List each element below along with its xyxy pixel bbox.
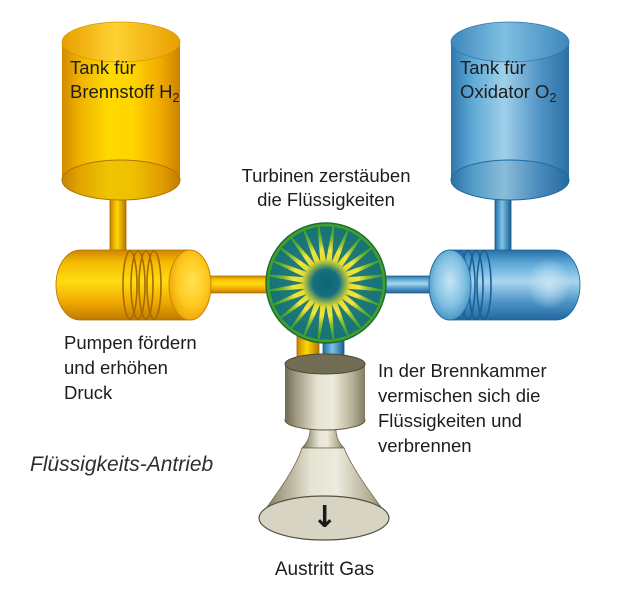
oxidizer-tank-body [451, 42, 569, 180]
fuel-pump [55, 249, 212, 321]
fuel-tank-body [62, 42, 180, 180]
oxidizer-tank-label-line2: Oxidator O2 [460, 81, 557, 105]
chamber-top-rim [284, 353, 366, 375]
fuel-pump-ribs [122, 250, 162, 320]
fuel-tank-top [61, 21, 181, 63]
combustion-annotation-line2: vermischen sich die [378, 385, 541, 406]
pumps-annotation-line1: Pumpen fördern [64, 332, 197, 353]
turbine-blades [269, 226, 383, 340]
oxidizer-tank-label: Tank für Oxidator O2 [460, 56, 556, 106]
nozzle-assembly [258, 353, 390, 541]
oxidizer-tank-top [450, 21, 570, 63]
combustion-annotation-line4: verbrennen [378, 435, 472, 456]
pumps-annotation-line2: und erhöhen [64, 357, 168, 378]
fuel-pump-cap [168, 249, 212, 321]
combustion-annotation-line3: Flüssigkeiten und [378, 410, 522, 431]
fuel-tank [61, 21, 181, 201]
diagram-caption: Flüssigkeits-Antrieb [30, 453, 214, 476]
combustion-annotation-line1: In der Brennkammer [378, 360, 547, 381]
oxidizer-pump [428, 249, 581, 321]
fuel-tank-label-line1: Tank für [70, 57, 136, 78]
fuel-tank-label: Tank für Brennstoff H2 [70, 56, 179, 106]
oxidizer-tank-label-line1: Tank für [460, 57, 526, 78]
exit-gas-label: Austritt Gas [274, 559, 375, 580]
oxidizer-subscript: 2 [549, 91, 557, 105]
oxidizer-pump-cap [428, 249, 472, 321]
oxidizer-tank [450, 21, 570, 201]
fuel-subscript: 2 [172, 91, 180, 105]
turbine [265, 222, 387, 344]
oxidizer-pump-highlight [527, 258, 571, 310]
pumps-annotation: Pumpen fördern und erhöhen Druck [64, 330, 197, 405]
turbine-annotation: Turbinen zerstäuben die Flüssigkeiten [212, 164, 440, 212]
fuel-tank-label-line2: Brennstoff H2 [70, 81, 180, 105]
turbine-annotation-line2: die Flüssigkeiten [257, 189, 395, 210]
turbine-annotation-line1: Turbinen zerstäuben [241, 165, 411, 186]
combustion-annotation: In der Brennkammer vermischen sich die F… [378, 358, 547, 458]
down-arrow-icon: ↓ [312, 500, 338, 535]
nozzle-exit-rim [258, 495, 390, 541]
pumps-annotation-line3: Druck [64, 382, 113, 403]
